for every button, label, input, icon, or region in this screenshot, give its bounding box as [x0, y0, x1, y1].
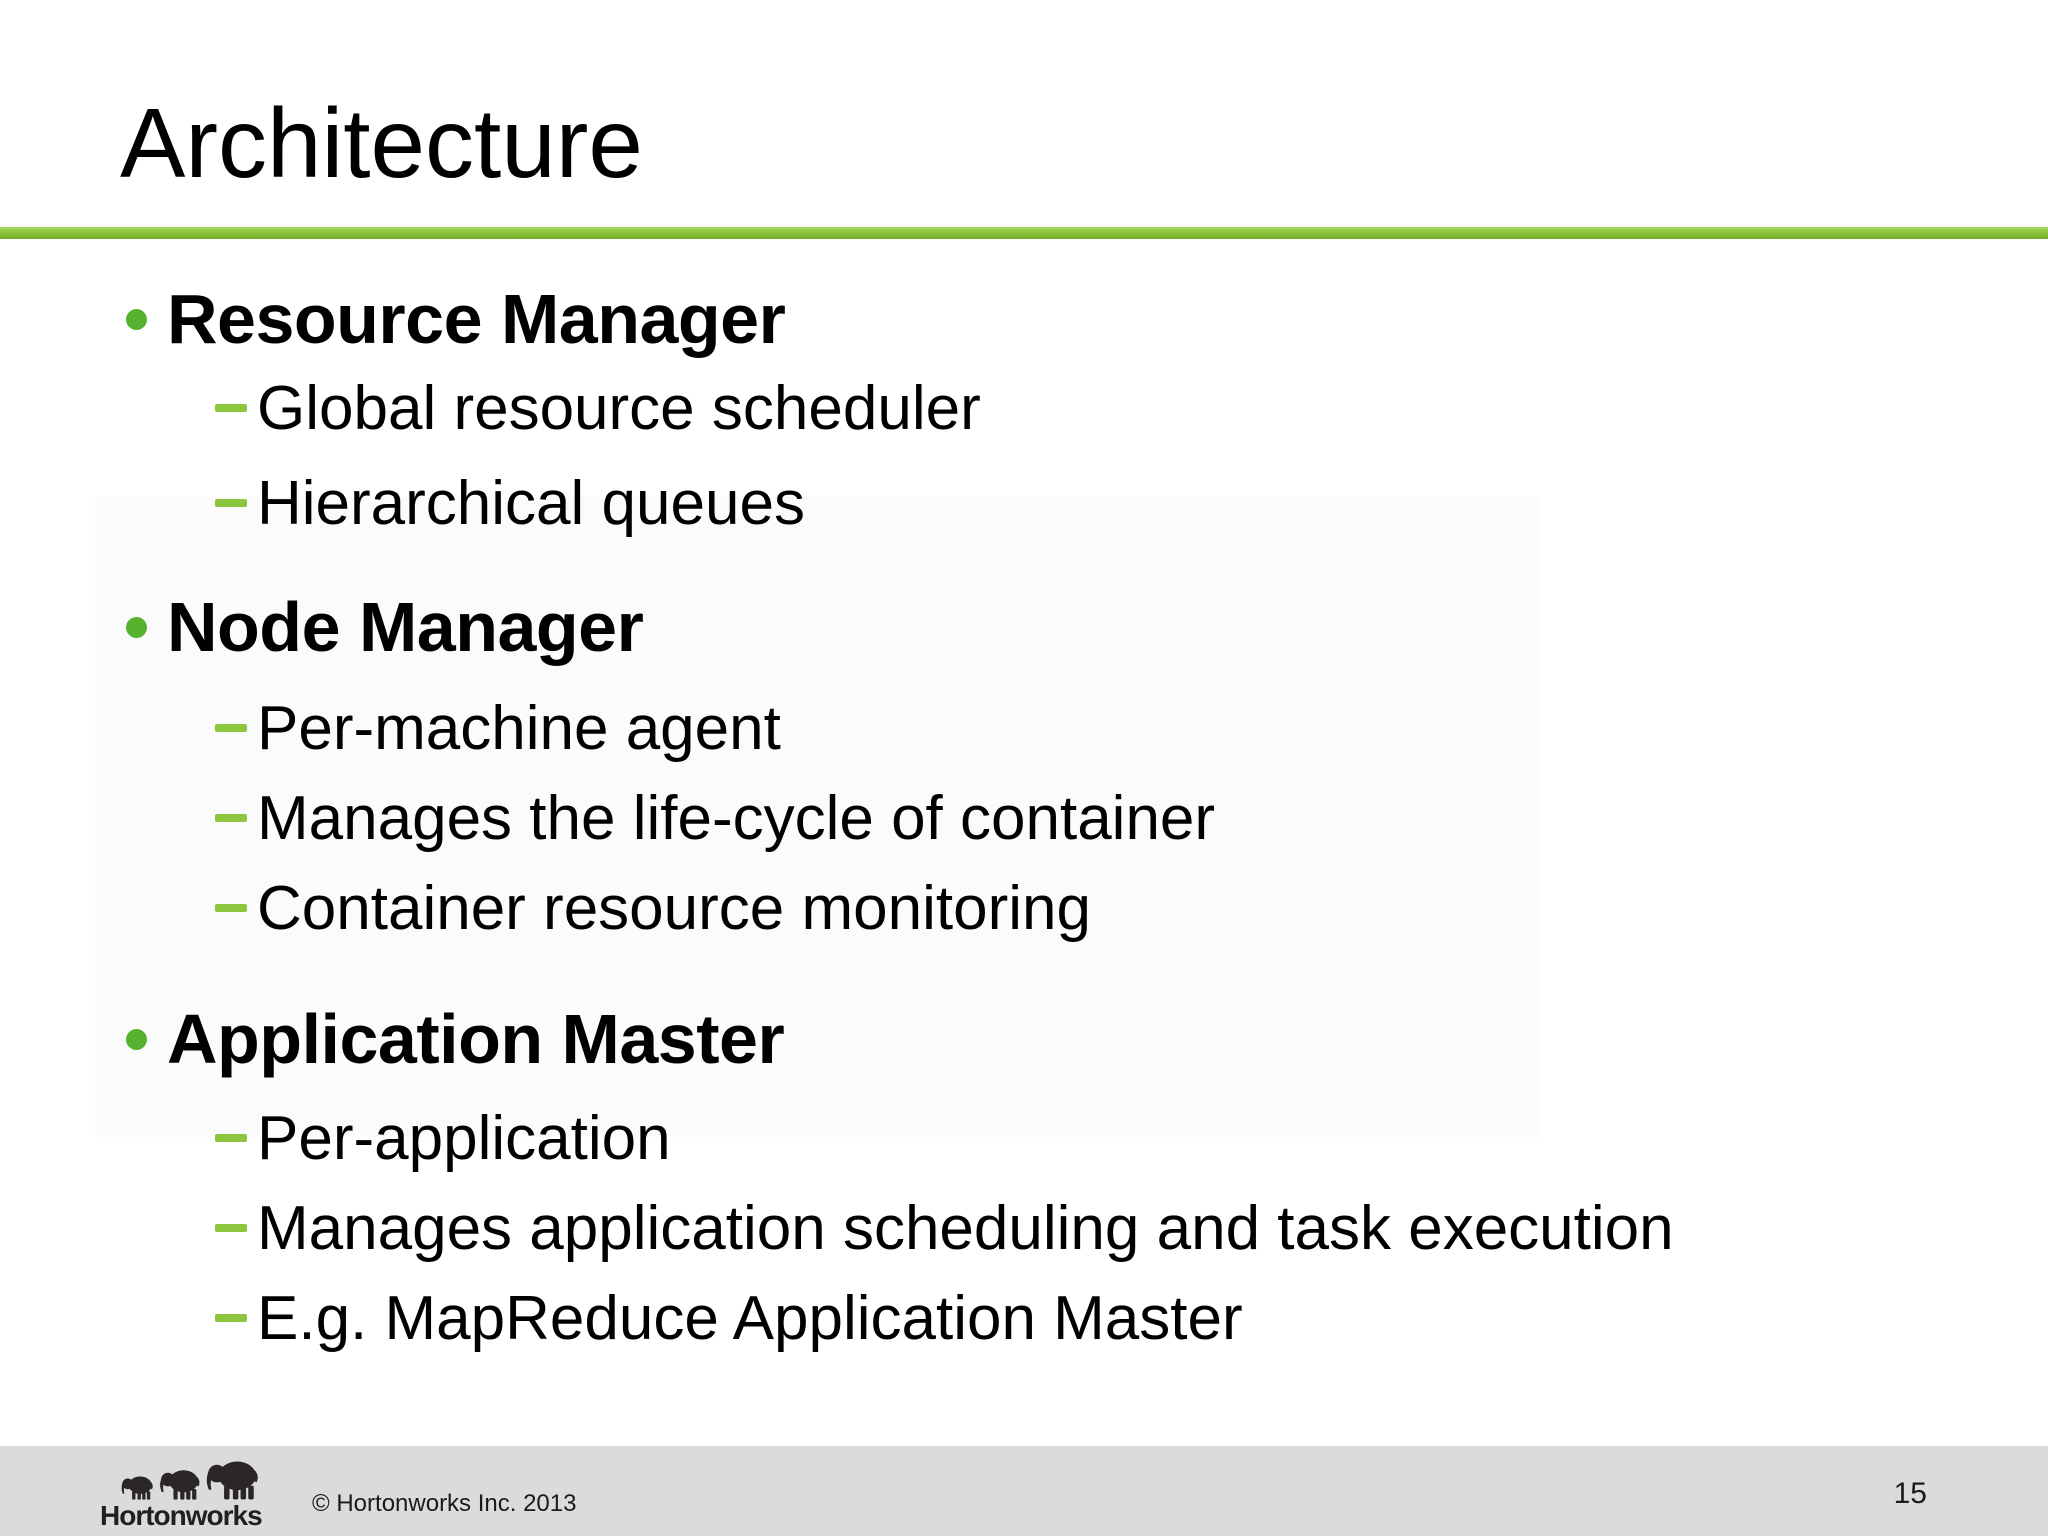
- logo-wordmark: Hortonworks: [100, 1500, 263, 1531]
- sub-bullet: Manages application scheduling and task …: [215, 1192, 1674, 1264]
- sub-bullet-label: Per-machine agent: [257, 693, 781, 763]
- sub-bullet: Global resource scheduler: [215, 372, 981, 444]
- sub-bullet-label: Global resource scheduler: [257, 373, 981, 443]
- bullet-heading-application-master: Application Master: [126, 1000, 785, 1078]
- dash-bullet-icon: [215, 404, 247, 412]
- elephant-herd-icon: [100, 1454, 290, 1500]
- footer-bar: Hortonworks © Hortonworks Inc. 2013 15: [0, 1446, 2048, 1536]
- sub-bullet: Per-application: [215, 1102, 671, 1174]
- bullet-heading-node-manager: Node Manager: [126, 588, 644, 666]
- copyright-text: © Hortonworks Inc. 2013: [312, 1490, 577, 1517]
- sub-bullet-label: Manages the life-cycle of container: [257, 783, 1216, 853]
- elephant-icon: [121, 1476, 153, 1500]
- dash-bullet-icon: [215, 904, 247, 912]
- dash-bullet-icon: [215, 724, 247, 732]
- bullet-dot-icon: [126, 308, 147, 330]
- sub-bullet-label: Per-application: [257, 1103, 671, 1173]
- page-number: 15: [1893, 1477, 1927, 1510]
- bullet-heading-label: Node Manager: [167, 588, 644, 666]
- sub-bullet-label: Hierarchical queues: [257, 468, 805, 538]
- dash-bullet-icon: [215, 499, 247, 507]
- dash-bullet-icon: [215, 1224, 247, 1232]
- sub-bullet-label: Manages application scheduling and task …: [257, 1193, 1674, 1263]
- dash-bullet-icon: [215, 814, 247, 822]
- sub-bullet-label: Container resource monitoring: [257, 873, 1091, 943]
- sub-bullet: Manages the life-cycle of container: [215, 782, 1215, 854]
- title-divider: [0, 227, 2048, 239]
- elephant-icon: [160, 1470, 200, 1500]
- sub-bullet-label: E.g. MapReduce Application Master: [257, 1283, 1243, 1353]
- elephant-icon: [206, 1461, 258, 1500]
- hortonworks-logo: Hortonworks: [100, 1454, 290, 1532]
- dash-bullet-icon: [215, 1134, 247, 1142]
- sub-bullet: E.g. MapReduce Application Master: [215, 1282, 1243, 1354]
- bullet-heading-label: Resource Manager: [167, 280, 786, 358]
- bullet-dot-icon: [126, 616, 147, 638]
- bullet-heading-resource-manager: Resource Manager: [126, 280, 786, 358]
- bullet-heading-label: Application Master: [167, 1000, 785, 1078]
- sub-bullet: Per-machine agent: [215, 692, 781, 764]
- dash-bullet-icon: [215, 1314, 247, 1322]
- sub-bullet: Hierarchical queues: [215, 467, 805, 539]
- page-title: Architecture: [120, 88, 643, 198]
- sub-bullet: Container resource monitoring: [215, 872, 1091, 944]
- bullet-dot-icon: [126, 1028, 147, 1050]
